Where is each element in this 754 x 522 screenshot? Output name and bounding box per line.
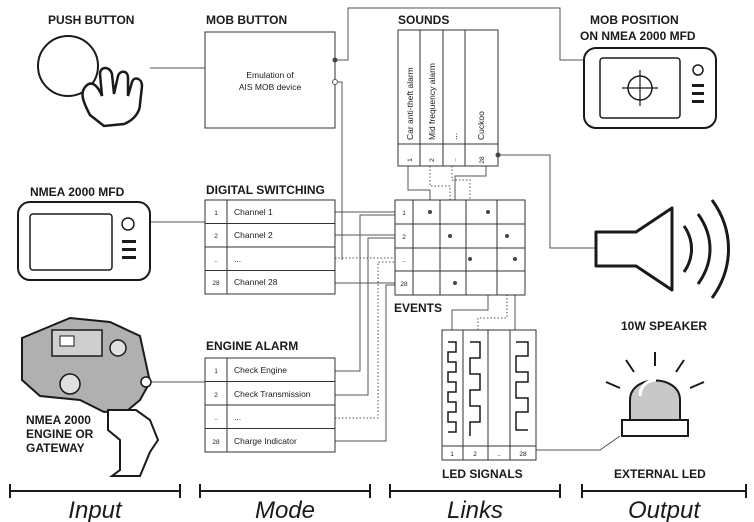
svg-text:...: ... [234,412,241,422]
channel-row: .. ... [214,254,241,264]
mfd-position-icon [583,47,717,129]
svg-text:Check Engine: Check Engine [234,365,287,375]
external-led-icon [605,352,705,437]
svg-text:2: 2 [214,233,218,240]
svg-text:Charge Indicator: Charge Indicator [234,436,297,446]
section-brackets [9,484,747,498]
events-grid: 1 2 .. 28 [394,199,526,296]
engine-alarm-table: 1 Check Engine 2 Check Transmission .. .… [204,357,336,453]
svg-text:..: .. [214,257,218,264]
mob-button-heading: MOB BUTTON [206,13,287,27]
sound-entry: Car anti-theft alarm 1 [405,67,415,162]
svg-text:28: 28 [212,439,220,446]
engine-heading-line1: NMEA 2000 [26,413,91,427]
digital-switching-heading: DIGITAL SWITCHING [206,183,325,197]
sound-entry: ... .. [449,133,459,162]
svg-text:Channel 28: Channel 28 [234,277,278,287]
push-button-heading: PUSH BUTTON [48,13,134,27]
svg-text:Channel 2: Channel 2 [234,230,273,240]
led-signals-table: 1 2 .. 28 [441,329,537,461]
engine-heading-line3: GATEWAY [26,441,85,455]
sound-entry: Mid frequency alarm 2 [427,63,437,162]
led-col-label: 28 [519,451,527,458]
svg-text:..: .. [214,415,218,422]
engine-alarm-row: 1 Check Engine [214,365,287,375]
events-heading: EVENTS [394,301,442,315]
engine-alarm-row: .. ... [214,412,241,422]
svg-text:...: ... [449,133,459,140]
event-row-label: 28 [400,281,408,288]
mob-button-box [204,31,336,129]
connection-wires [150,7,621,451]
engine-alarm-row: 28 Charge Indicator [212,436,297,446]
engine-alarm-row: 2 Check Transmission [214,389,311,399]
caption-links: Links [447,497,503,522]
event-row-label: 1 [402,210,406,217]
led-col-label: 2 [473,451,477,458]
led-col-label: .. [497,451,501,458]
speaker-heading: 10W SPEAKER [621,319,707,333]
svg-text:2: 2 [214,392,218,399]
caption-output: Output [628,497,701,522]
mob-position-heading-line1: MOB POSITION [590,13,679,27]
mob-position-heading-line2: ON NMEA 2000 MFD [580,29,696,43]
svg-text:Check Transmission: Check Transmission [234,389,311,399]
engine-icon [21,316,160,477]
svg-text:Cuckoo: Cuckoo [476,111,486,140]
sounds-table: Car anti-theft alarm 1 Mid frequency ala… [397,29,499,167]
svg-text:28: 28 [212,280,220,287]
channel-row: 2 Channel 2 [214,230,273,240]
svg-text:28: 28 [479,156,486,164]
svg-text:1: 1 [214,368,218,375]
mob-box-line2: AIS MOB device [239,82,302,92]
led-signals-heading: LED SIGNALS [442,467,523,481]
nmea-mfd-heading: NMEA 2000 MFD [30,185,125,199]
svg-text:Channel 1: Channel 1 [234,207,273,217]
svg-text:2: 2 [429,158,436,162]
channel-row: 28 Channel 28 [212,277,277,287]
channel-table: 1 Channel 1 2 Channel 2 .. ... 28 Channe… [204,199,336,295]
nmea-mfd-icon [17,201,151,281]
engine-alarm-heading: ENGINE ALARM [206,339,298,353]
sounds-heading: SOUNDS [398,13,449,27]
caption-mode: Mode [255,497,315,522]
mob-box-line1: Emulation of [246,70,294,80]
external-led-heading: EXTERNAL LED [614,467,706,481]
speaker-icon [594,199,730,299]
svg-text:1: 1 [214,210,218,217]
svg-text:Car anti-theft alarm: Car anti-theft alarm [405,67,415,140]
svg-text:...: ... [234,254,241,264]
sound-entry: Cuckoo 28 [476,111,486,164]
led-col-label: 1 [450,451,454,458]
svg-text:Mid frequency alarm: Mid frequency alarm [427,63,437,140]
event-row-label: 2 [402,234,406,241]
event-row-label: .. [402,257,406,264]
engine-heading-line2: ENGINE OR [26,427,94,441]
caption-input: Input [68,497,123,522]
channel-row: 1 Channel 1 [214,207,273,217]
svg-text:..: .. [451,158,458,162]
push-button-icon [37,35,144,128]
svg-text:1: 1 [407,158,414,162]
